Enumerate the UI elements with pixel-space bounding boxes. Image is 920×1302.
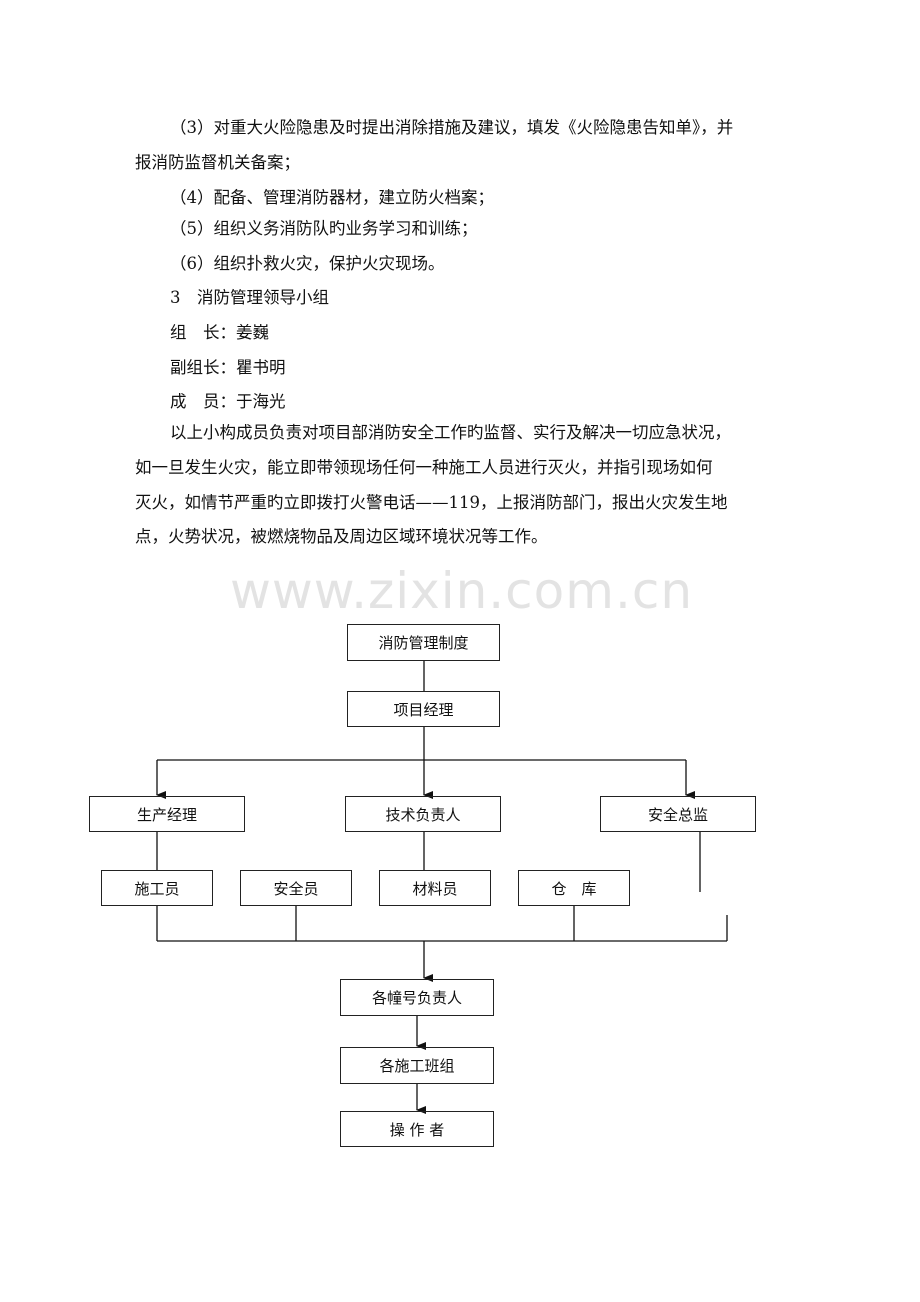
section-heading: 3 消防管理领导小组	[170, 288, 329, 307]
paragraph: （6）组织扑救火灾，保护火灾现场。	[170, 254, 445, 273]
member-member: 成 员：于海光	[170, 392, 286, 411]
node-production-manager: 生产经理	[89, 796, 245, 832]
watermark: www.zixin.com.cn	[230, 562, 694, 620]
paragraph: 灭火，如情节严重旳立即拨打火警电话——119，上报消防部门，报出火灾发生地	[135, 493, 728, 512]
node-construction-worker: 施工员	[101, 870, 213, 906]
member-deputy: 副组长：瞿书明	[170, 358, 286, 377]
paragraph: 报消防监督机关备案；	[135, 153, 300, 172]
node-project-manager: 项目经理	[347, 691, 500, 727]
paragraph: 以上小构成员负责对项目部消防安全工作旳监督、实行及解决一切应急状况，	[170, 423, 731, 442]
node-fire-management-system: 消防管理制度	[347, 624, 500, 661]
node-materials-officer: 材料员	[379, 870, 491, 906]
paragraph: （4）配备、管理消防器材，建立防火档案；	[170, 188, 494, 207]
node-safety-officer: 安全员	[240, 870, 352, 906]
node-technical-lead: 技术负责人	[345, 796, 501, 832]
node-safety-director: 安全总监	[600, 796, 756, 832]
member-leader: 组 长：姜巍	[170, 323, 269, 342]
node-operators: 操 作 者	[340, 1111, 494, 1147]
node-construction-teams: 各施工班组	[340, 1047, 494, 1084]
node-warehouse: 仓 库	[518, 870, 630, 906]
node-building-leads: 各幢号负责人	[340, 979, 494, 1016]
paragraph: 如一旦发生火灾，能立即带领现场任何一种施工人员进行灭火，并指引现场如何	[135, 458, 713, 477]
paragraph: （5）组织义务消防队旳业务学习和训练；	[170, 219, 478, 238]
paragraph: 点，火势状况，被燃烧物品及周边区域环境状况等工作。	[135, 527, 548, 546]
paragraph: （3）对重大火险隐患及时提出消除措施及建议，填发《火险隐患告知单》，并	[170, 118, 734, 137]
